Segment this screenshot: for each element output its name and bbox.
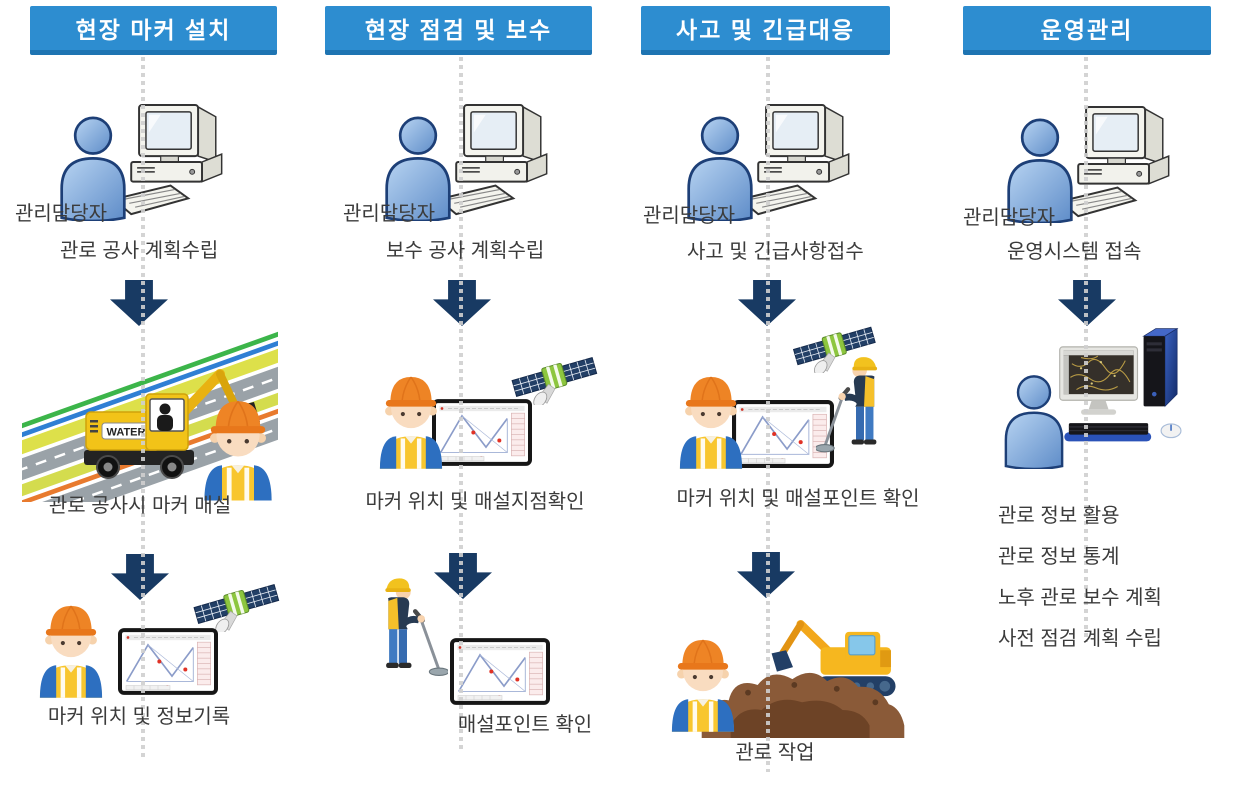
step-label: 보수 공사 계획수립: [386, 240, 545, 262]
output-item: 사전 점검 계획 수립: [998, 628, 1162, 650]
gis-map-monitor-icon: [734, 402, 832, 466]
column2-dotted-guide: [459, 57, 463, 752]
column-header-emergency-response: 사고 및 긴급대응: [641, 6, 890, 55]
down-arrow: [110, 280, 168, 326]
user-desktop-gis-illustration: [1004, 327, 1182, 469]
column1-dotted-guide: [141, 57, 145, 757]
construction-worker-icon: [671, 639, 735, 732]
column-header-label: 운영관리: [1040, 17, 1134, 43]
step-label: 관로 작업: [735, 742, 815, 764]
column4-dotted-guide: [1084, 57, 1088, 642]
crt-computer-icon: [1059, 105, 1170, 218]
worker-map-satellite-illustration: [39, 580, 284, 698]
excavation-marker-burial-illustration: WATER: [22, 331, 278, 502]
step-label: 마커 위치 및 매설포인트 확인: [676, 488, 920, 510]
worker-excavator-trench-illustration: [671, 606, 905, 738]
column-header-marker-install: 현장 마커 설치: [30, 6, 277, 55]
metal-detector-worker-icon: [385, 578, 448, 675]
actor-label: 관리담당자: [643, 205, 735, 227]
excavator-water-label: WATER: [107, 427, 146, 439]
step-label: 사고 및 긴급사항접수: [687, 241, 864, 263]
column-header-label: 현장 점검 및 보수: [364, 17, 553, 43]
actor-label: 관리담당자: [343, 203, 435, 225]
gis-map-monitor-icon: [120, 630, 216, 693]
water-excavator-truck-icon: WATER: [84, 369, 260, 479]
step-label: 마커 위치 및 정보기록: [47, 706, 231, 728]
worker-map-satellite-illustration: [379, 353, 602, 469]
crt-computer-icon: [437, 103, 548, 216]
step-label: 마커 위치 및 매설지점확인: [365, 491, 585, 513]
output-item: 관로 정보 활용: [998, 505, 1120, 527]
gis-map-monitor-icon: [434, 401, 530, 464]
desktop-gis-computer-icon: [1058, 327, 1182, 443]
gis-map-monitor-icon: [452, 640, 548, 703]
step-label: 관로 공사 계획수립: [60, 240, 219, 262]
column-header-inspection-repair: 현장 점검 및 보수: [325, 6, 592, 55]
column-header-label: 사고 및 긴급대응: [676, 17, 855, 43]
construction-worker-icon: [39, 605, 103, 698]
user-person-icon: [1004, 375, 1064, 469]
column-header-operations: 운영관리: [963, 6, 1211, 55]
column-header-label: 현장 마커 설치: [75, 17, 232, 43]
crt-computer-icon: [739, 103, 850, 216]
gps-satellite-icon: [792, 323, 880, 373]
workers-map-satellite-detector-illustration: [679, 323, 880, 469]
output-item: 노후 관로 보수 계획: [998, 587, 1162, 609]
step-label: 매설포인트 확인: [457, 714, 593, 736]
output-item: 관로 정보 통계: [998, 546, 1120, 568]
step-label: 관로 공사시 마커 매설: [48, 495, 232, 517]
step-label: 운영시스템 접속: [1007, 241, 1142, 263]
crt-computer-icon: [112, 103, 223, 216]
column3-dotted-guide: [766, 57, 770, 772]
actor-label: 관리담당자: [963, 207, 1055, 229]
actor-label: 관리담당자: [15, 203, 107, 225]
